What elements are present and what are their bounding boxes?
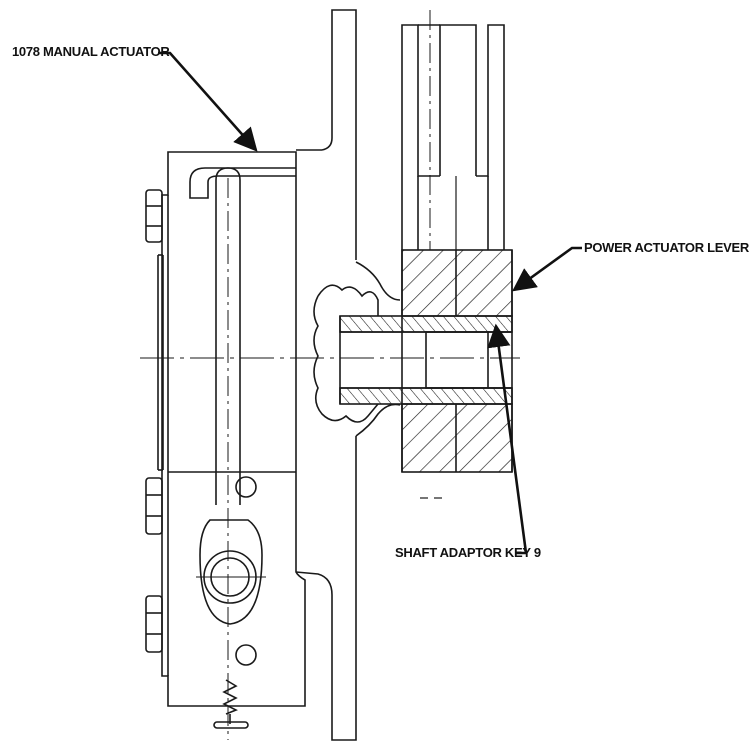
hole-upper [235,476,257,498]
callout-manual-actuator: 1078 MANUAL ACTUATOR [12,44,170,59]
power-actuator-lever-arms [401,10,505,250]
shaft-adaptor [339,315,513,405]
broken-section-flange [313,261,401,437]
bolt-head-bottom [145,595,163,653]
bolt-head-top [145,189,163,243]
leader-shaft-adaptor-key [487,323,528,555]
bolt-head-middle [145,477,163,535]
leader-manual-actuator [158,51,258,152]
mounting-plate [295,9,357,741]
hole-lower [235,644,257,666]
leader-power-actuator-lever [512,246,582,292]
power-actuator-lever-hub [401,249,513,473]
callout-shaft-adaptor-key: SHAFT ADAPTOR KEY 9 [395,545,541,560]
callout-power-actuator-lever: POWER ACTUATOR LEVER [584,240,749,255]
manual-actuator-body [157,151,306,707]
spring-plunger [213,679,249,729]
manual-handle [196,167,266,740]
